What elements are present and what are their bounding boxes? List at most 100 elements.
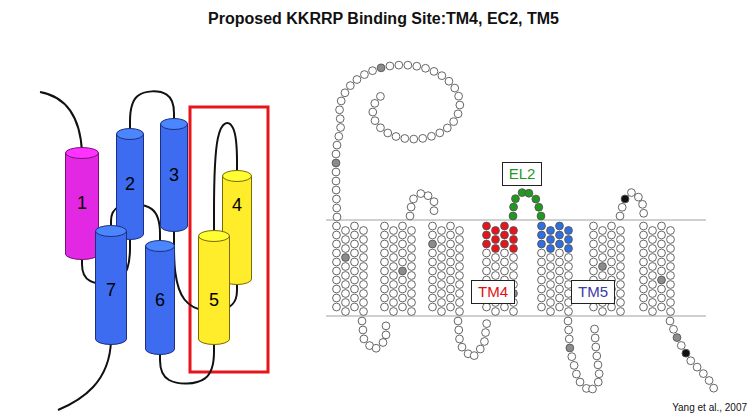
residue-dot bbox=[369, 108, 377, 116]
residue-dot bbox=[556, 294, 564, 302]
residue-dot bbox=[639, 200, 647, 208]
residue-dot bbox=[556, 276, 564, 284]
residue-dot bbox=[351, 303, 359, 311]
residue-dot bbox=[617, 290, 625, 298]
residue-dot bbox=[556, 231, 564, 239]
label-holder: Yang et al., 2007 bbox=[672, 402, 747, 413]
residue-dot bbox=[565, 308, 573, 316]
residue-dot bbox=[390, 299, 398, 307]
helix-number: 2 bbox=[116, 174, 144, 194]
residue-dot bbox=[447, 240, 455, 248]
residue-dot bbox=[360, 281, 368, 289]
title-holder: Proposed KKRRP Binding Site:TM4, EC2, TM… bbox=[0, 10, 753, 28]
residue-dot bbox=[447, 294, 455, 302]
residue-dot bbox=[547, 263, 555, 271]
residue-dot bbox=[332, 168, 340, 176]
residue-dot bbox=[492, 263, 500, 271]
residue-dot bbox=[342, 299, 350, 307]
label-box: TM4 bbox=[471, 280, 515, 304]
residue-dot bbox=[399, 231, 407, 239]
residue-dot bbox=[509, 212, 517, 220]
residue-dot bbox=[381, 240, 389, 248]
residue-dot bbox=[438, 245, 446, 253]
residue-dot bbox=[429, 258, 437, 266]
residue-dot bbox=[673, 334, 681, 342]
residue-dot bbox=[470, 352, 478, 360]
residue-dot bbox=[430, 198, 438, 206]
citation: Yang et al., 2007 bbox=[672, 402, 747, 413]
residue-dot bbox=[390, 236, 398, 244]
residue-dot bbox=[337, 124, 345, 132]
residue-dot bbox=[547, 227, 555, 235]
residue-dot bbox=[590, 222, 598, 230]
residue-dot bbox=[399, 240, 407, 248]
residue-dot bbox=[438, 308, 446, 316]
residue-dot bbox=[390, 272, 398, 280]
residue-dot bbox=[592, 343, 600, 351]
residue-dot bbox=[617, 254, 625, 262]
residue-dot bbox=[381, 285, 389, 293]
residue-dot bbox=[599, 272, 607, 280]
residue-dot bbox=[342, 227, 350, 235]
residue-dot bbox=[617, 263, 625, 271]
residue-dot bbox=[538, 249, 546, 257]
residue-dot bbox=[408, 236, 416, 244]
residue-dot bbox=[351, 231, 359, 239]
residue-dot bbox=[360, 263, 368, 271]
residue-dot bbox=[599, 236, 607, 244]
residue-dot bbox=[408, 299, 416, 307]
residue-dot bbox=[333, 276, 341, 284]
residue-dot bbox=[381, 222, 389, 230]
residue-dot bbox=[332, 186, 340, 194]
cylinder-cap bbox=[199, 231, 230, 242]
residue-dot bbox=[447, 285, 455, 293]
residue-dot bbox=[538, 240, 546, 248]
residue-dot bbox=[333, 204, 341, 212]
residue-dot bbox=[333, 240, 341, 248]
residue-dot bbox=[333, 303, 341, 311]
residue-dot bbox=[658, 267, 666, 275]
residue-dot bbox=[483, 303, 491, 311]
residue-dot bbox=[438, 299, 446, 307]
residue-dot bbox=[351, 285, 359, 293]
residue-dot bbox=[395, 61, 403, 69]
residue-dot bbox=[408, 272, 416, 280]
residue-dot bbox=[377, 124, 385, 132]
cylinder-body bbox=[117, 134, 144, 240]
residue-dot bbox=[590, 240, 598, 248]
residue-dot bbox=[510, 236, 518, 244]
residue-dot bbox=[667, 299, 675, 307]
residue-dot bbox=[649, 299, 657, 307]
residue-dot bbox=[342, 254, 350, 262]
cylinder-cap bbox=[223, 171, 252, 182]
residue-dot bbox=[456, 290, 464, 298]
residue-dot bbox=[538, 222, 546, 230]
residue-dot bbox=[333, 213, 341, 221]
residue-dot bbox=[538, 231, 546, 239]
residue-dot bbox=[547, 245, 555, 253]
helix-number: 3 bbox=[160, 165, 188, 185]
residue-dot bbox=[510, 308, 518, 316]
residue-dot bbox=[525, 189, 533, 197]
residue-dot bbox=[438, 227, 446, 235]
helix-cylinder: 5 bbox=[198, 230, 230, 345]
cylinder-cap bbox=[117, 129, 144, 140]
residue-dot bbox=[628, 189, 636, 197]
helix-cylinder: 6 bbox=[145, 240, 175, 355]
residue-dot bbox=[492, 236, 500, 244]
residue-dot bbox=[399, 276, 407, 284]
residue-dot bbox=[399, 303, 407, 311]
residue-dot bbox=[667, 227, 675, 235]
cylinder-body bbox=[66, 153, 99, 260]
residue-dot bbox=[617, 281, 625, 289]
residue-dot bbox=[483, 222, 491, 230]
residue-dot bbox=[342, 281, 350, 289]
residue-dot bbox=[501, 222, 509, 230]
residue-dot bbox=[358, 317, 366, 325]
residue-dot bbox=[710, 384, 718, 392]
residue-dot bbox=[667, 245, 675, 253]
region-label: TM5 bbox=[578, 283, 608, 301]
residue-dot bbox=[599, 263, 607, 271]
residue-dot bbox=[483, 258, 491, 266]
residue-dot bbox=[430, 207, 438, 215]
